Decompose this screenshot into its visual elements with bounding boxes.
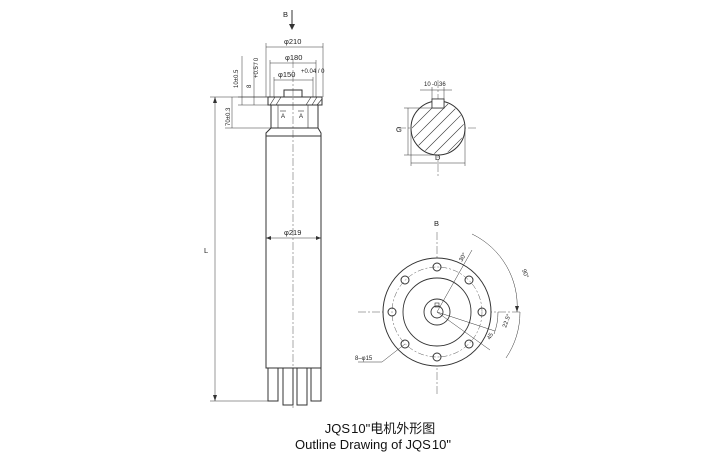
dim-flange-thickness: 10±0.5 (234, 69, 240, 88)
dim-shaft-length: 70±0.3 (226, 107, 232, 126)
section-a-right: A (299, 114, 303, 120)
dim-spigot-tol: +0.04 / 0 (301, 69, 325, 75)
view-marker-top: B (283, 10, 295, 30)
angle-45: 45 (487, 332, 496, 341)
end-view: B 30° 90° (355, 219, 529, 395)
view-marker-end: B (434, 219, 439, 228)
shaft-top (283, 89, 303, 98)
upper-housing (270, 104, 319, 129)
bottom-legs (267, 367, 322, 406)
dim-spigot: φ150 (278, 70, 295, 79)
section-a-left: A (281, 114, 285, 120)
dim-flange-od: φ210 (284, 37, 301, 46)
dim-length: L (204, 246, 208, 255)
angle-22-5: 22.5° (502, 313, 513, 329)
dim-key-width: 10 (424, 82, 431, 88)
dim-spigot-height-tol: +0.5 / 0 (254, 57, 260, 78)
motor-side-view: A A φ210 φ180 φ150 +0.04 / 0 (204, 37, 325, 410)
caption-chinese: JQS 10"电机外形图 (325, 421, 435, 436)
holes-spec: 8–φ15 (355, 356, 373, 362)
motor-body (265, 135, 322, 369)
dim-body-od: φ219 (284, 228, 301, 237)
angle-90: 90° (520, 269, 529, 280)
bolt-holes (387, 262, 487, 362)
dim-pcd: φ180 (285, 53, 302, 62)
flange-hatch (269, 96, 323, 106)
key-section-view: 10 -0.36 G D (396, 80, 478, 178)
view-marker-top-label: B (283, 10, 288, 19)
dim-spigot-height: 8 (247, 84, 253, 88)
dim-d: D (435, 153, 441, 162)
flange-top (267, 96, 323, 106)
dim-g: G (396, 125, 402, 134)
angle-30: 30° (459, 252, 469, 263)
caption-english: Outline Drawing of JQS 10" (295, 437, 451, 452)
dim-key-tol: -0.36 (432, 82, 446, 88)
